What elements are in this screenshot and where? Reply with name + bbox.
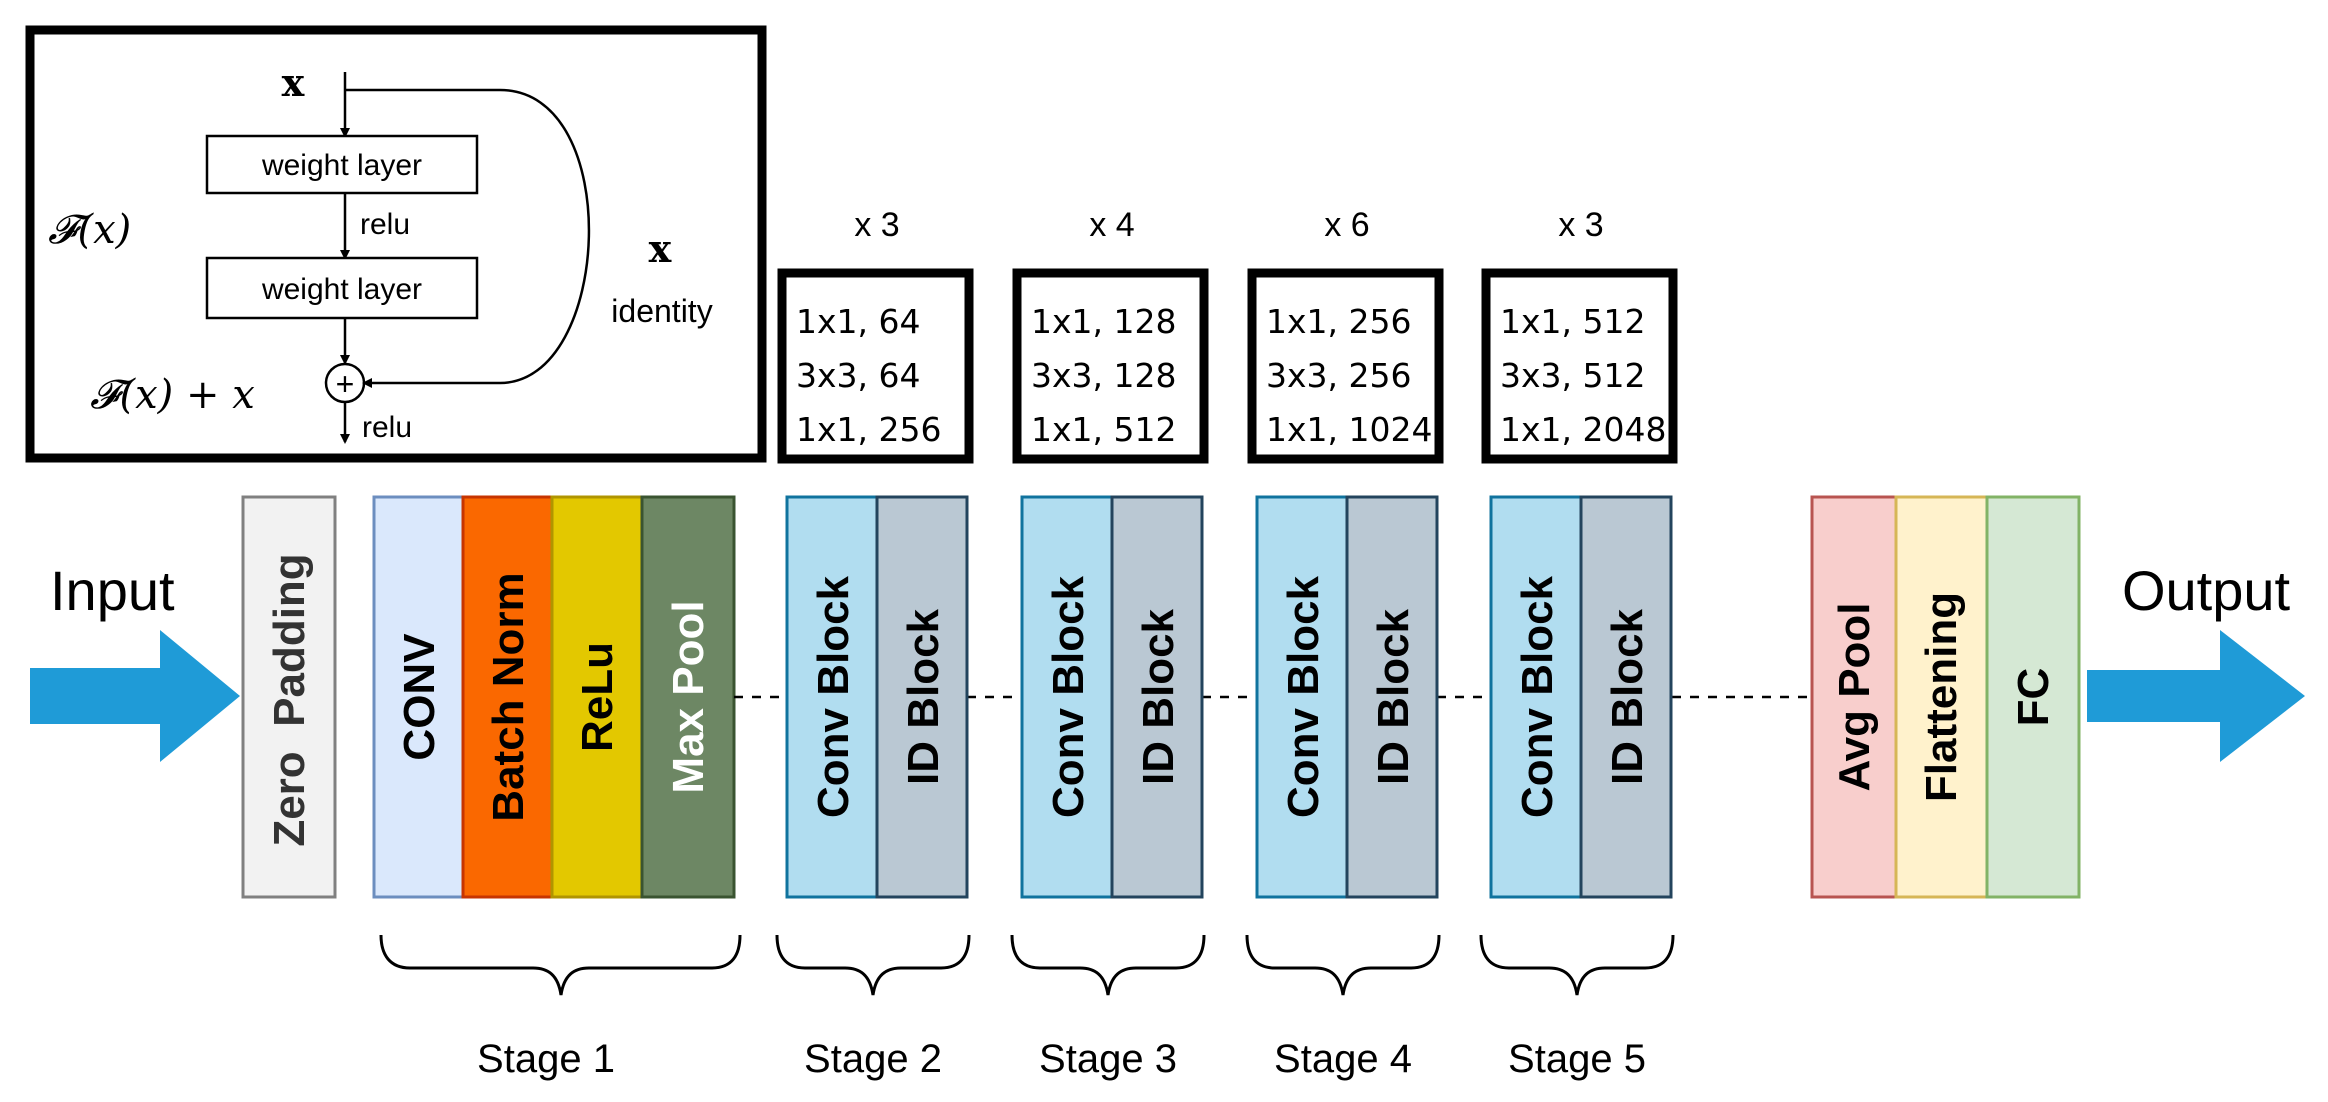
stage-5-id-block	[1579, 495, 1673, 899]
relu-label: ReLu	[573, 642, 622, 752]
weight-layer-2	[205, 256, 479, 320]
stage-5-spec-2: 3x3, 512	[1500, 356, 1646, 395]
fx-plus-x-label: 𝓕(x) + x	[90, 372, 255, 418]
stage-4-conv-block-label: Conv Block	[1279, 575, 1328, 818]
stage-1-brace	[379, 934, 742, 996]
stage-4-repeat: x 6	[1324, 206, 1369, 244]
stage-3-id-block-label: ID Block	[1134, 608, 1183, 785]
stage-4-id-block-label: ID Block	[1369, 608, 1418, 785]
stage-4-label: Stage 4	[1274, 1037, 1412, 1081]
conv-label: CONV	[395, 633, 444, 761]
identity-x-symbol: x	[649, 226, 672, 271]
batch-norm-label: Batch Norm	[484, 572, 533, 821]
stage-2-spec-3: 1x1, 256	[796, 410, 942, 449]
stage-5-spec-box	[1481, 268, 1678, 464]
stage-4-id-block	[1345, 495, 1439, 899]
stage-3-id-block	[1110, 495, 1204, 899]
stage-2-label: Stage 2	[804, 1037, 942, 1081]
stage-5-spec-3: 1x1, 2048	[1500, 410, 1666, 449]
stage-4-spec-3: 1x1, 1024	[1266, 410, 1432, 449]
stage-4-spec-1: 1x1, 256	[1266, 302, 1412, 341]
stage-3-conv-block-label: Conv Block	[1044, 575, 1093, 818]
stage-5-spec-1: 1x1, 512	[1500, 302, 1646, 341]
stage-3-spec-box	[1012, 268, 1209, 464]
stage-2-conv-block	[785, 495, 879, 899]
batch-norm-block	[461, 495, 554, 899]
zero-padding-label: Zero Padding	[265, 553, 314, 846]
stage-2-repeat: x 3	[854, 206, 899, 244]
stage-4-conv-block	[1255, 495, 1349, 899]
stage-5-repeat: x 3	[1558, 206, 1603, 244]
stage-5-conv-block-label: Conv Block	[1513, 575, 1562, 818]
stage-3-spec-2: 3x3, 128	[1031, 356, 1177, 395]
stage-5-conv-block	[1489, 495, 1583, 899]
stage-3-label: Stage 3	[1039, 1037, 1177, 1081]
stage-1-label: Stage 1	[477, 1037, 615, 1081]
relu-mid-label: relu	[360, 208, 410, 241]
stage-2-id-block-label: ID Block	[899, 608, 948, 785]
residual-panel-border	[25, 25, 767, 463]
stage-3-spec-3: 1x1, 512	[1031, 410, 1177, 449]
input-x-symbol: x	[282, 60, 305, 105]
input-label: Input	[50, 559, 175, 622]
stage-2-spec-box	[777, 268, 974, 464]
fc-block	[1985, 495, 2081, 899]
stage-3-brace	[1010, 934, 1206, 996]
stage-2-conv-block-label: Conv Block	[809, 575, 858, 818]
stage-4-spec-box	[1247, 268, 1444, 464]
relu-block	[550, 495, 644, 899]
stage-4-brace	[1245, 934, 1441, 996]
weight-layer-1	[205, 134, 479, 195]
fc-label: FC	[2009, 668, 2058, 727]
stage-5-id-block-label: ID Block	[1603, 608, 1652, 785]
flattening-label: Flattening	[1917, 592, 1966, 802]
stage-2-spec-1: 1x1, 64	[796, 302, 921, 341]
stage-4-spec-2: 3x3, 256	[1266, 356, 1412, 395]
flattening-block	[1894, 495, 1989, 899]
identity-label: identity	[611, 293, 712, 329]
output-arrow-shape	[2087, 630, 2305, 762]
max-pool-block	[640, 495, 736, 899]
stage-2-brace	[775, 934, 971, 996]
avg-pool-label: Avg Pool	[1830, 602, 1879, 791]
input-arrow-shape	[30, 630, 240, 762]
max-pool-label: Max Pool	[664, 600, 713, 793]
stage-2-id-block	[875, 495, 969, 899]
stage-3-spec-1: 1x1, 128	[1031, 302, 1177, 341]
fx-label: 𝓕(x)	[48, 207, 131, 253]
zero-padding-block	[241, 495, 337, 899]
weight-layer-2-label: weight layer	[261, 273, 422, 306]
output-label: Output	[2122, 559, 2291, 622]
identity-shortcut	[345, 88, 591, 388]
stage-5-brace	[1479, 934, 1675, 996]
plus-symbol: +	[336, 366, 355, 402]
avg-pool-block	[1810, 495, 1898, 899]
weight-layer-1-label: weight layer	[261, 149, 422, 182]
stage-3-conv-block	[1020, 495, 1114, 899]
stage-3-repeat: x 4	[1089, 206, 1134, 244]
residual-block-panel: x weight layer relu weight layer + relu …	[25, 25, 767, 463]
stage-5-label: Stage 5	[1508, 1037, 1646, 1081]
stage-2-spec-2: 3x3, 64	[796, 356, 921, 395]
relu-out-label: relu	[362, 411, 412, 444]
